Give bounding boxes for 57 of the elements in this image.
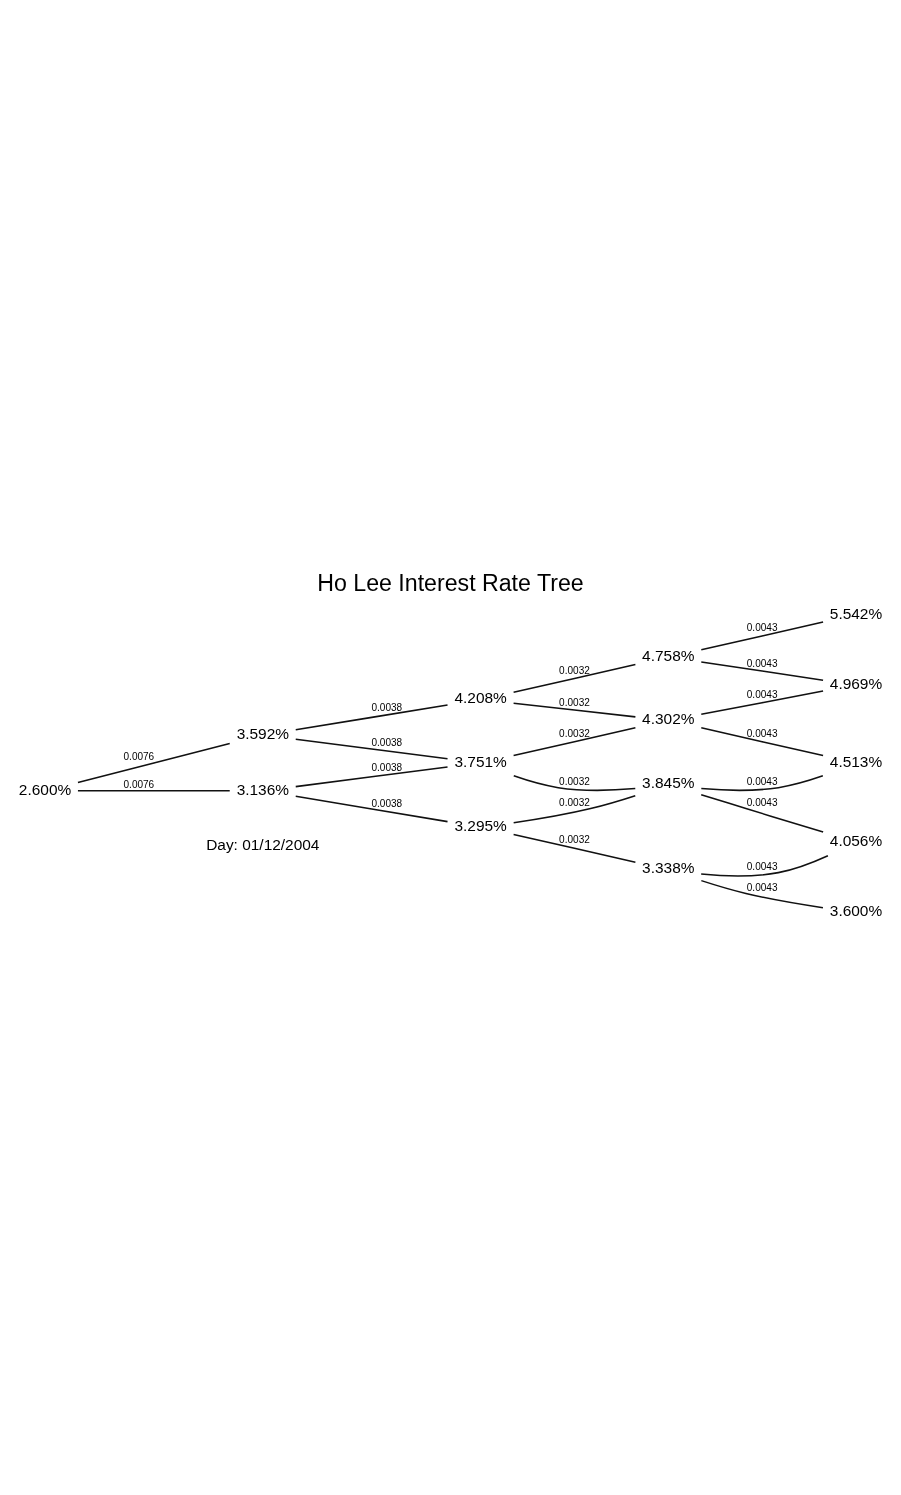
- edge-label: 0.0032: [559, 833, 590, 845]
- edge-label: 0.0043: [746, 796, 778, 808]
- edge-label: 0.0043: [746, 657, 778, 669]
- edge-label: 0.0043: [746, 622, 778, 634]
- node-text: 3.338%: [642, 859, 695, 877]
- node-text: 3.295%: [454, 816, 507, 834]
- node-text: 4.969%: [829, 674, 883, 692]
- edge-label: 0.0043: [746, 881, 778, 893]
- connector: [700, 879, 824, 909]
- connector: [700, 727, 824, 757]
- edge-label: 0.0038: [371, 737, 403, 749]
- connector: [700, 621, 824, 651]
- diagram-title: Ho Lee Interest Rate Tree: [317, 569, 584, 596]
- node-text: 4.302%: [642, 710, 695, 728]
- edge-label: 0.0032: [559, 775, 590, 787]
- edge-label: 0.0043: [746, 775, 778, 787]
- connector: [512, 833, 637, 863]
- edge-label: 0.0032: [559, 697, 590, 709]
- edge-label: 0.0043: [746, 689, 778, 701]
- node-text: 4.513%: [829, 752, 883, 770]
- edge-label: 0.0038: [371, 797, 403, 809]
- edge-label: 0.0076: [123, 751, 155, 763]
- label: Day: 01/12/2004: [206, 836, 320, 854]
- node-text: 3.751%: [454, 752, 507, 770]
- connector: [294, 704, 449, 731]
- connector: [77, 790, 231, 792]
- edge-label: 0.0076: [123, 778, 155, 790]
- connector: [512, 727, 637, 757]
- node-text: 4.208%: [454, 689, 507, 707]
- connector: [700, 690, 824, 716]
- connector: [700, 775, 824, 792]
- edge-label: 0.0032: [559, 728, 590, 739]
- node-text: 3.600%: [829, 901, 883, 919]
- edge-label: 0.0038: [371, 701, 403, 713]
- connector: [700, 854, 829, 877]
- node-text: 4.758%: [642, 647, 695, 664]
- node-text: 3.845%: [642, 774, 695, 792]
- connector: [513, 775, 637, 792]
- node-text: 2.600%: [18, 780, 72, 798]
- node-text: 5.542%: [829, 604, 883, 622]
- edge-label: 0.0043: [746, 860, 778, 872]
- connector: [294, 738, 449, 760]
- edge-label: 0.0032: [559, 796, 590, 808]
- connector: [294, 766, 449, 788]
- connector: [512, 702, 637, 718]
- node-text: 4.056%: [829, 831, 883, 849]
- node-text: 3.136%: [236, 780, 289, 798]
- edge-label: 0.0043: [746, 728, 778, 739]
- edge-label: 0.0032: [559, 664, 590, 676]
- connector: [294, 795, 449, 823]
- connector: [512, 663, 637, 694]
- edge-label: 0.0038: [371, 761, 403, 773]
- connector: [700, 793, 824, 833]
- node-text: 3.592%: [236, 725, 289, 742]
- connector: [77, 742, 231, 784]
- connector: [512, 794, 637, 824]
- connector: [700, 661, 824, 681]
